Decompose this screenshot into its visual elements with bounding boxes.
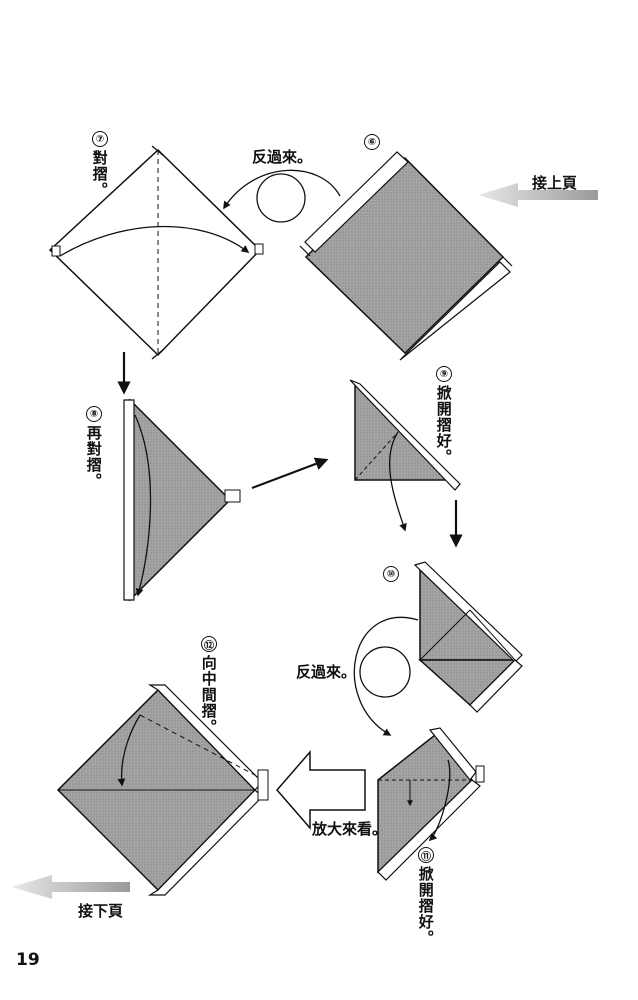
step-9-figure — [349, 379, 461, 532]
step-11-label: 掀開摺好。 — [416, 866, 435, 946]
continue-from-arrow — [478, 183, 598, 207]
step-11-figure — [377, 727, 485, 881]
step-10-figure — [413, 561, 523, 713]
step-9-label: 掀開摺好。 — [434, 385, 453, 465]
step-8-number: ⑧ — [86, 406, 102, 422]
step-6-figure — [299, 151, 513, 361]
step-9-number: ⑨ — [436, 366, 452, 382]
step-11-number: ⑪ — [418, 847, 434, 863]
continue-to-label: 接下頁 — [78, 902, 124, 920]
step-12-label: 向中間摺。 — [199, 655, 218, 735]
zoom-note: 放大來看。 — [312, 820, 388, 838]
continue-to-arrow — [12, 875, 130, 899]
turn-over-note-1: 反過來。 — [252, 148, 313, 166]
step-12-number: ⑫ — [201, 636, 217, 652]
turn-over-loop-1 — [223, 169, 341, 223]
step-8-figure — [123, 398, 241, 602]
step-8-label: 再對摺。 — [84, 425, 103, 489]
step-12-figure — [56, 684, 269, 896]
turn-over-note-2: 反過來。 — [296, 663, 357, 681]
continue-from-label: 接上頁 — [532, 174, 578, 192]
step-7-number: ⑦ — [92, 131, 108, 147]
zoom-arrow — [276, 749, 366, 831]
page-number: 19 — [16, 950, 40, 970]
arrow-8-9 — [251, 457, 329, 490]
step-7-label: 對摺。 — [90, 150, 109, 198]
step-6-number: ⑥ — [364, 134, 380, 150]
step-10-number: ⑩ — [383, 566, 399, 582]
turn-over-loop-2 — [353, 616, 419, 736]
step-7-figure — [48, 145, 264, 360]
